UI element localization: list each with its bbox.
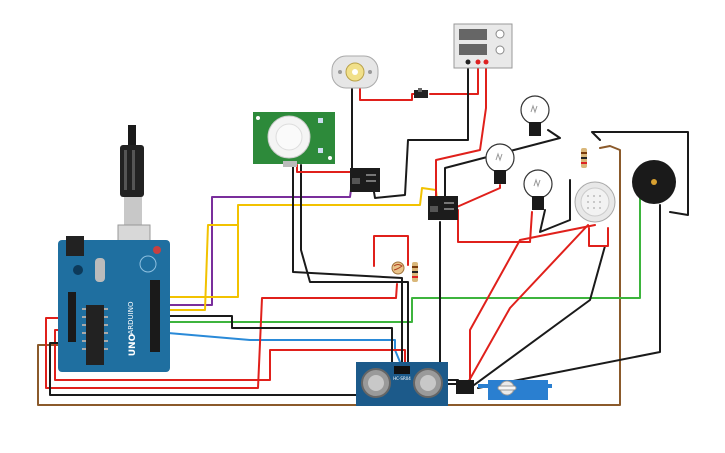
wire-red-servo[interactable]: [465, 224, 589, 387]
wire-red-servo-2[interactable]: [469, 224, 596, 387]
dc-motor[interactable]: [331, 55, 379, 89]
wire-green[interactable]: [167, 182, 641, 323]
wire-black-bulb-2[interactable]: [539, 179, 571, 233]
wire-red-motor[interactable]: [359, 87, 421, 101]
buzzer[interactable]: [632, 160, 676, 204]
servo-motor[interactable]: [456, 380, 552, 400]
light-bulb-1[interactable]: [520, 95, 550, 136]
arduino-logo: ARDUINO: [127, 301, 135, 334]
slide-switch[interactable]: [414, 88, 428, 98]
wire-red-switch[interactable]: [429, 65, 479, 95]
wire-black-pir[interactable]: [292, 164, 403, 363]
power-supply[interactable]: [453, 23, 513, 69]
light-bulb-3[interactable]: [523, 169, 553, 210]
relay-2[interactable]: [428, 196, 458, 220]
piezo-speaker[interactable]: [574, 181, 616, 223]
light-bulb-2[interactable]: [485, 143, 515, 184]
wire-red-bulb-2[interactable]: [457, 209, 533, 243]
wire-black-pir-2[interactable]: [300, 164, 409, 363]
wire-black-right[interactable]: [591, 131, 689, 216]
arduino-board[interactable]: ARDUINO UNO: [58, 125, 170, 372]
wire-yellow[interactable]: [167, 187, 438, 311]
wire-red-pir[interactable]: [296, 164, 353, 173]
wire-brown[interactable]: [37, 145, 621, 406]
pir-sensor[interactable]: [253, 112, 335, 167]
wire-red-bulb[interactable]: [449, 184, 501, 211]
wire-black-speaker[interactable]: [469, 245, 606, 389]
sonar-model: HC-SR04: [393, 376, 411, 381]
wire-yellow-2[interactable]: [167, 219, 239, 298]
wire-black-2[interactable]: [167, 315, 393, 363]
wires: [37, 65, 689, 406]
wire-black-buzzer[interactable]: [477, 204, 661, 389]
resistor-2[interactable]: [412, 262, 418, 282]
wire-black-supply[interactable]: [371, 65, 469, 199]
ldr-photoresistor[interactable]: [391, 261, 405, 275]
wire-red-ldr[interactable]: [373, 235, 409, 267]
usb-cable: [117, 125, 151, 252]
wire-red-2[interactable]: [54, 329, 406, 381]
wire-red-1[interactable]: [45, 283, 398, 389]
ultrasonic-sensor[interactable]: HC-SR04: [356, 362, 448, 406]
wire-black-servo[interactable]: [439, 221, 459, 381]
wire-blue[interactable]: [167, 332, 401, 363]
wire-red-supply[interactable]: [435, 65, 487, 199]
arduino-model: UNO: [128, 333, 138, 356]
relay-1[interactable]: [350, 168, 380, 192]
resistor-1[interactable]: [581, 148, 587, 168]
wire-red-speaker[interactable]: [588, 227, 609, 247]
wire-purple[interactable]: [167, 181, 353, 306]
